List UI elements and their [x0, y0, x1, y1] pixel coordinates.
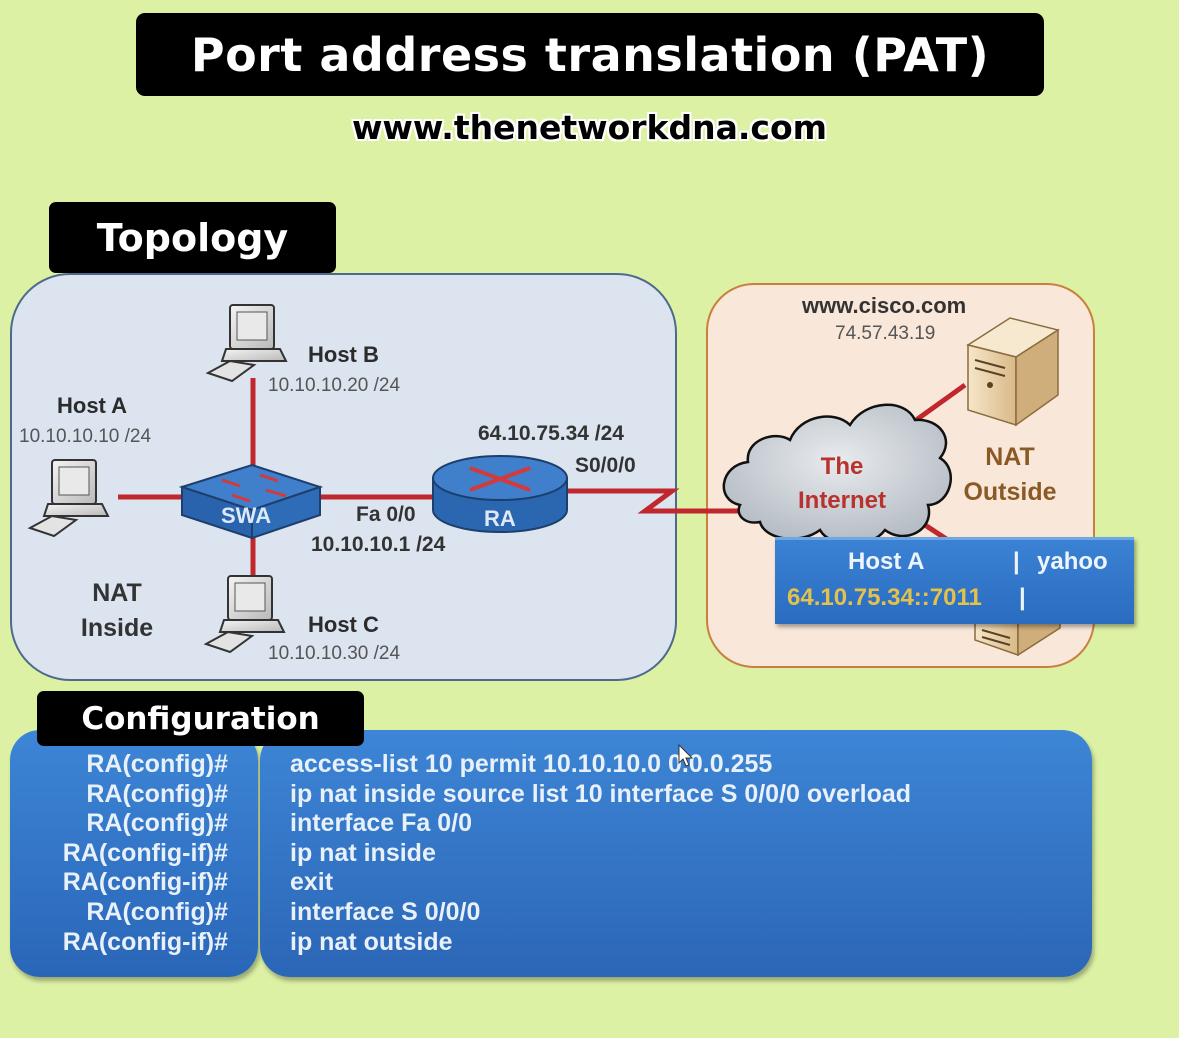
host-c-pc-icon	[203, 575, 286, 654]
host-c-ip: 10.10.10.30 /24	[268, 643, 401, 664]
nat-outside-label: NAT Outside	[958, 440, 1062, 510]
internet-cloud-icon	[722, 403, 952, 546]
config-command: access-list 10 permit 10.10.10.0 0.0.0.2…	[290, 750, 773, 778]
router-name: RA	[484, 506, 516, 531]
page-title: Port address translation (PAT)	[136, 13, 1044, 96]
nat-outside-line2: Outside	[963, 478, 1057, 506]
serial-link-router-internet	[568, 488, 740, 514]
config-command: ip nat outside	[290, 927, 453, 956]
nat-inside-label: NAT Inside	[78, 576, 156, 646]
nat-row-separator: |	[1019, 584, 1026, 611]
config-command: interface S 0/0/0	[290, 897, 481, 926]
router-icon	[432, 455, 568, 533]
internet-line1: The	[820, 453, 864, 480]
host-c-name: Host C	[308, 612, 379, 637]
config-prompt: RA(config)#	[86, 750, 228, 778]
config-prompts-panel: RA(config)#RA(config)#RA(config)#RA(conf…	[10, 730, 258, 977]
website-url: www.thenetworkdna.com	[351, 108, 828, 147]
config-prompt: RA(config-if)#	[62, 868, 228, 897]
prompt-list: RA(config)#RA(config)#RA(config)#RA(conf…	[63, 750, 228, 957]
switch-icon	[178, 463, 324, 540]
config-prompt: RA(config)#	[86, 779, 228, 808]
cisco-server-icon	[966, 317, 1060, 427]
host-a-pc-icon	[27, 459, 110, 538]
nat-inside-line2: Inside	[80, 614, 154, 642]
config-commands-panel: access-list 10 permit 10.10.10.0 0.0.0.2…	[260, 730, 1092, 977]
command-list: access-list 10 permit 10.10.10.0 0.0.0.2…	[290, 750, 911, 957]
internet-label: The Internet	[784, 450, 900, 518]
nat-header-separator: |	[1013, 548, 1020, 575]
router-inside-interface: Fa 0/0	[356, 503, 416, 526]
config-command: ip nat inside source list 10 interface S…	[290, 779, 912, 808]
nat-outside-line1: NAT	[985, 443, 1035, 471]
topology-section-label: Topology	[49, 202, 336, 273]
host-b-ip: 10.10.10.20 /24	[268, 375, 401, 396]
nat-outside-header: yahoo	[1037, 548, 1108, 575]
config-prompt: RA(config)#	[86, 809, 228, 838]
config-command: interface Fa 0/0	[290, 809, 473, 838]
router-inside-ip: 10.10.10.1 /24	[311, 533, 446, 556]
config-prompt: RA(config-if)#	[62, 838, 228, 867]
nat-inside-line1: NAT	[92, 579, 142, 607]
configuration-section-label: Configuration	[37, 691, 364, 746]
switch-name: SWA	[221, 503, 272, 528]
config-command: ip nat inside	[290, 838, 436, 867]
internet-line2: Internet	[797, 487, 886, 514]
host-b-name: Host B	[308, 342, 379, 367]
config-prompt: RA(config)#	[86, 897, 228, 926]
config-command: exit	[290, 868, 334, 897]
mouse-cursor-icon	[678, 744, 694, 767]
host-a-name: Host A	[57, 393, 128, 418]
nat-inside-header: Host A	[848, 548, 925, 575]
cisco-server-ip: 74.57.43.19	[835, 323, 936, 344]
router-outside-interface: S0/0/0	[575, 454, 636, 477]
host-b-pc-icon	[205, 304, 288, 383]
host-a-ip: 10.10.10.10 /24	[19, 426, 152, 447]
router-outside-ip: 64.10.75.34 /24	[478, 422, 624, 445]
nat-translation-table: Host A | yahoo 64.10.75.34::7011 |	[775, 537, 1134, 624]
cisco-server-name: www.cisco.com	[802, 293, 967, 318]
config-prompt: RA(config-if)#	[62, 927, 228, 956]
nat-translated-address: 64.10.75.34::7011	[787, 584, 982, 611]
